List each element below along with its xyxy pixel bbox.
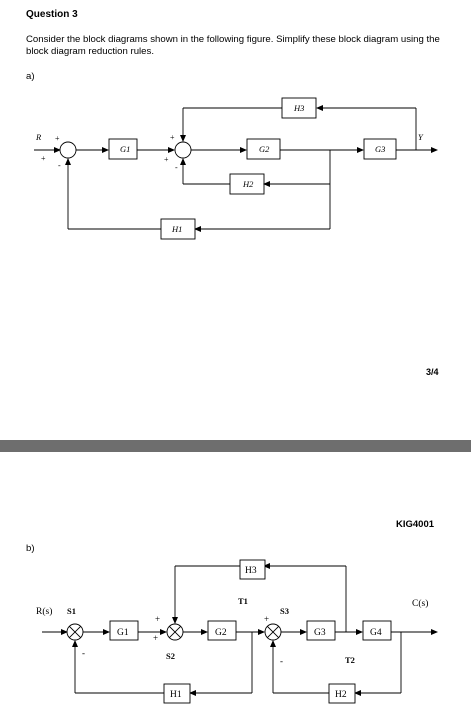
a-s2-sign-left: + <box>164 155 169 164</box>
page-top: Question 3 Consider the block diagrams s… <box>26 9 440 377</box>
a-s1-sign-left: + <box>41 154 46 163</box>
page-separator <box>0 440 471 452</box>
a-s2-sign-top: + <box>170 133 175 142</box>
a-block-g1 <box>108 138 138 160</box>
a-h1-label: H1 <box>171 224 182 234</box>
block-diagram-a: G1 G2 G3 H3 H2 H1 R Y + + - + + - <box>34 97 438 240</box>
a-s1-sign-bottom: - <box>58 161 61 170</box>
a-s1-sign-top: + <box>55 134 60 143</box>
a-g1-label: G1 <box>120 144 130 154</box>
a-sum-junction-1 <box>59 141 77 159</box>
part-a-label: a) <box>26 71 35 82</box>
a-h3-label: H3 <box>293 103 304 113</box>
a-input-label: R <box>35 132 42 142</box>
a-g3-label: G3 <box>375 144 385 154</box>
a-g2-label: G2 <box>259 144 270 154</box>
page-number: 3/4 <box>426 367 439 377</box>
a-sum-junction-2 <box>174 141 192 159</box>
a-block-g2 <box>246 138 281 160</box>
course-code: KIG4001 <box>396 519 435 530</box>
question-text: Consider the block diagrams shown in the… <box>26 34 440 57</box>
page-bottom <box>0 452 471 717</box>
a-block-g3 <box>363 138 397 160</box>
a-h2-label: H2 <box>242 179 254 189</box>
part-b-label: b) <box>26 543 35 554</box>
a-output-label: Y <box>418 132 424 142</box>
a-s2-sign-bottom: - <box>175 163 178 172</box>
question-title: Question 3 <box>26 9 78 20</box>
